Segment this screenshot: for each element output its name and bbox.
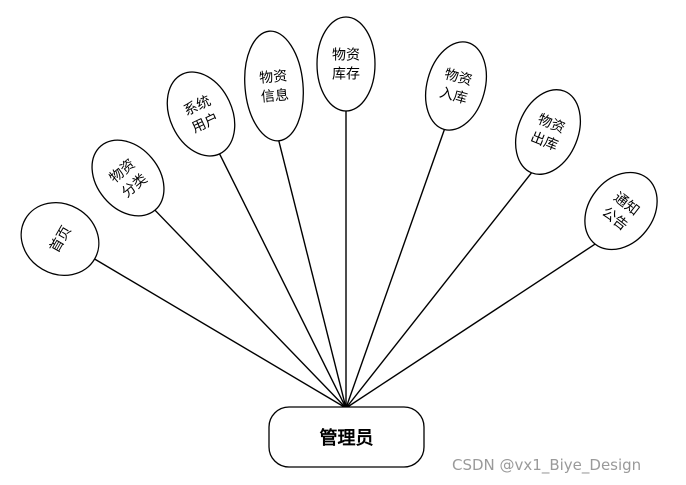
edge-layer [94,111,596,409]
node-info-label-0: 物资 [259,68,288,86]
node-home-ellipse [20,202,100,276]
root-node: 管理员 [268,406,425,468]
root-node-box [268,406,425,468]
node-users-ellipse [166,71,236,157]
node-stock-label-0: 物资 [332,48,360,64]
node-layer: 首页物资分类系统用户物资信息物资库存物资入库物资出库通知公告 [20,16,658,276]
node-home: 首页 [20,202,100,276]
edge-outbound [345,172,533,409]
node-category-ellipse [91,139,165,217]
edge-category [154,209,347,409]
edge-info [278,140,347,409]
root-node-label: 管理员 [320,427,374,449]
node-inbound-label-1: 入库 [438,85,469,108]
edge-home [94,258,347,409]
edge-notice [345,243,596,409]
node-notice-ellipse [584,171,658,251]
node-stock-label-1: 库存 [332,67,360,83]
watermark-text: CSDN @vx1_Biye_Design [452,456,642,474]
node-outbound-ellipse [515,89,581,175]
node-inbound-ellipse [425,41,487,131]
node-inbound-label-0: 物资 [443,66,474,89]
node-stock-ellipse [316,16,376,112]
edge-inbound [345,129,446,409]
edge-users [218,153,347,409]
node-info-ellipse [244,30,304,142]
node-info-label-1: 信息 [260,86,289,105]
